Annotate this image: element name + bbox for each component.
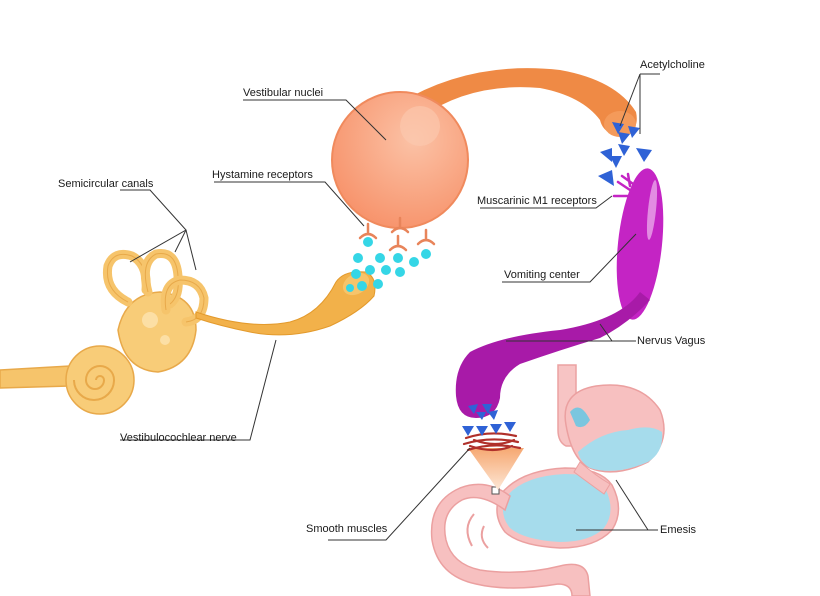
nervus-vagus-shape (455, 292, 650, 418)
acetylcholine-triangles (598, 122, 652, 186)
label-semicircular-canals: Semicircular canals (58, 178, 154, 190)
label-smooth-muscles: Smooth muscles (306, 523, 388, 535)
label-vestibulocochlear-nerve: Vestibulocochlear nerve (120, 432, 237, 444)
inner-ear (0, 248, 209, 415)
label-emesis: Emesis (660, 524, 697, 536)
label-hystamine-receptors: Hystamine receptors (212, 169, 313, 181)
vestibular-nucleus (331, 68, 637, 252)
smooth-muscle-cone (468, 448, 524, 490)
upper-fluid (578, 427, 663, 471)
vagus-acetylcholine (462, 404, 516, 436)
vomiting-center (612, 168, 664, 320)
smooth-muscle-fibers (462, 432, 522, 452)
leader-lines (120, 73, 660, 541)
label-muscarinic-receptors: Muscarinic M1 receptors (477, 195, 597, 207)
label-acetylcholine: Acetylcholine (640, 59, 705, 71)
label-nervus-vagus: Nervus Vagus (637, 335, 706, 347)
histamine-dots (346, 237, 431, 292)
stomach (430, 364, 665, 596)
label-vestibular-nuclei: Vestibular nuclei (243, 87, 324, 99)
main-fluid (502, 474, 611, 542)
label-vomiting-center: Vomiting center (504, 269, 580, 281)
